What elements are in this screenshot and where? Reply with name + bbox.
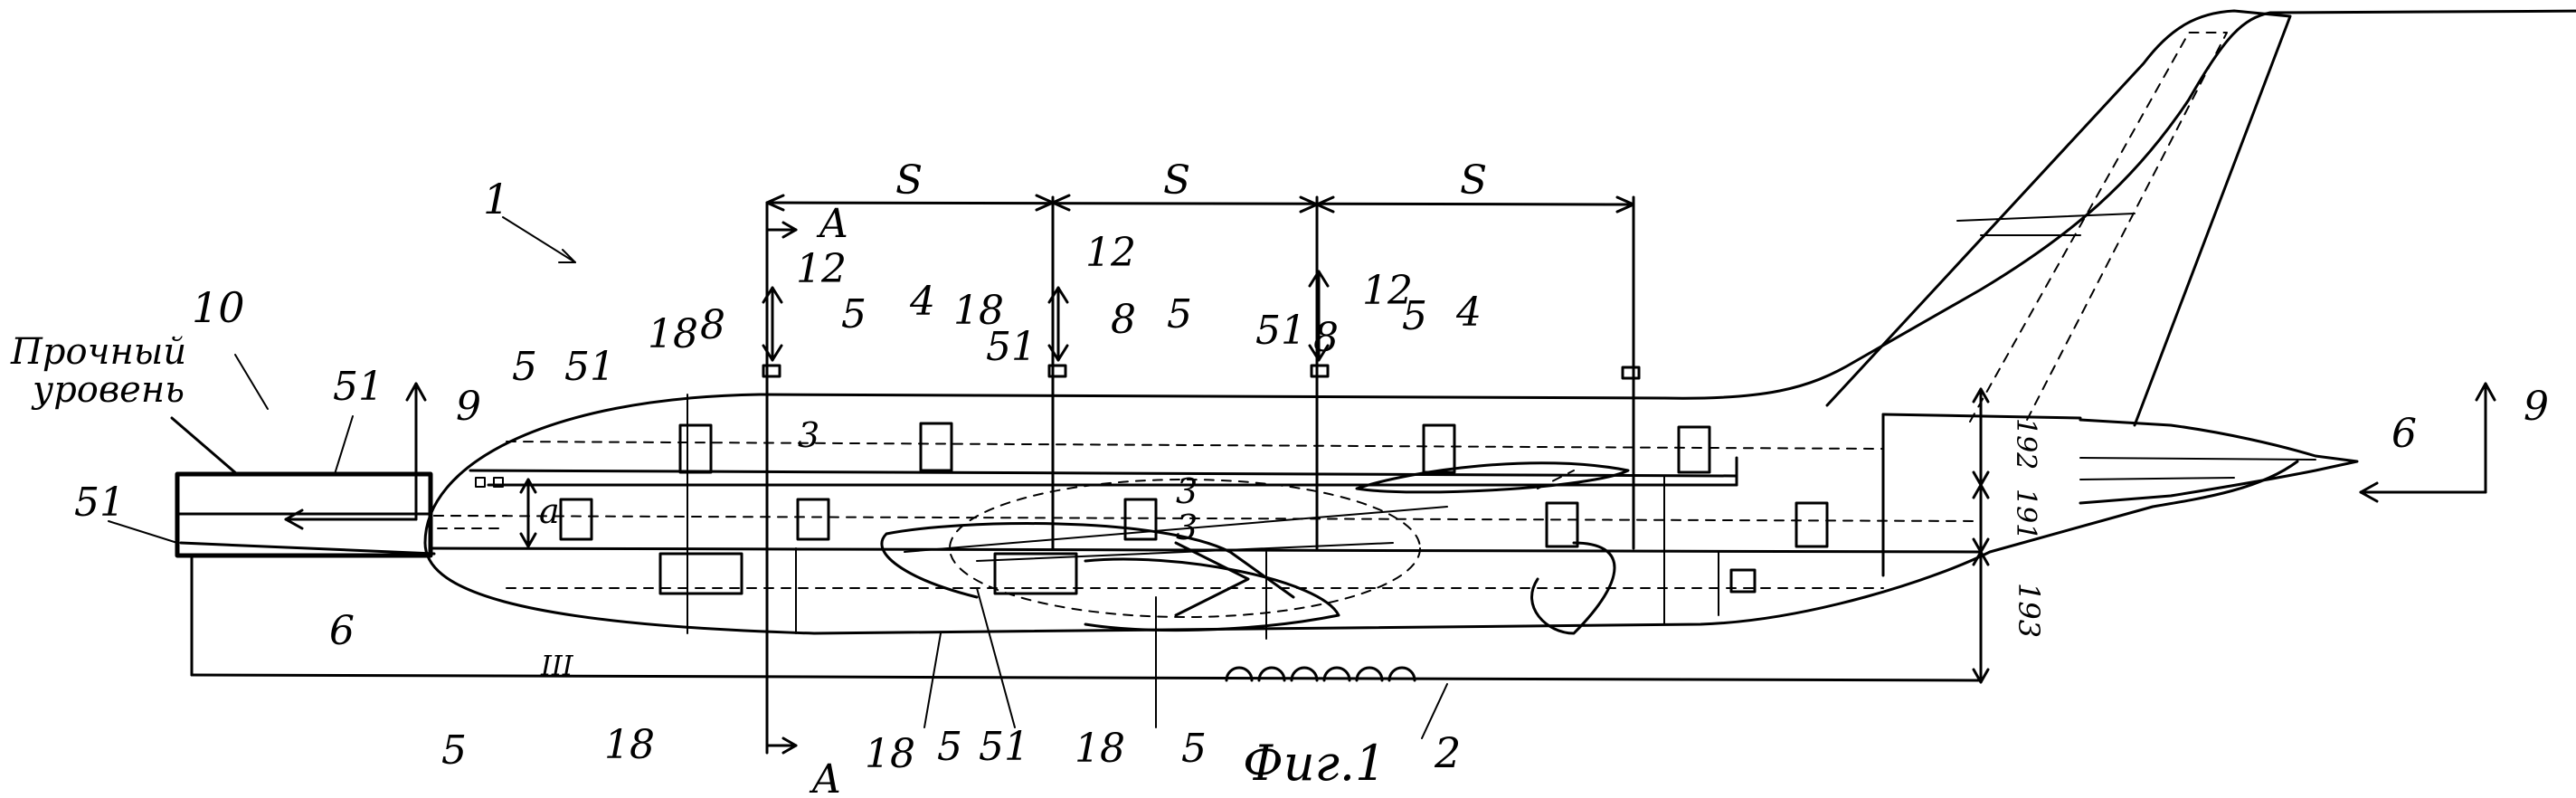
label-hangar-10: 10 <box>192 283 245 332</box>
label-5-bottom-3: 5 <box>1181 726 1207 772</box>
label-8-1: 8 <box>700 302 725 348</box>
label-9-right: 9 <box>2524 384 2549 430</box>
label-5-bottom-2: 5 <box>937 724 962 770</box>
label-9-left: 9 <box>456 384 481 430</box>
axes-right <box>2361 384 2495 501</box>
label-6-left: 6 <box>329 608 355 654</box>
label-51-2: 51 <box>564 344 615 390</box>
label-5-2: 5 <box>841 291 867 337</box>
label-a-bottom: A <box>809 756 841 798</box>
label-6-right: 6 <box>2391 411 2417 457</box>
label-51-bottom: 51 <box>979 724 1029 770</box>
label-5-1: 5 <box>512 344 537 390</box>
label-height-a: a <box>539 491 560 531</box>
label-18-top-1: 18 <box>648 311 698 357</box>
ground-level-label-1: Прочный <box>10 331 186 373</box>
label-51-left: 51 <box>74 480 125 526</box>
label-sublevel-3-3: 3 <box>1176 508 1198 547</box>
ground-level-label-2: уровень <box>31 369 185 411</box>
label-8-2: 8 <box>1111 297 1136 343</box>
label-8-3: 8 <box>1313 315 1339 361</box>
label-4-1: 4 <box>909 279 935 325</box>
label-ground-2: 2 <box>1434 728 1461 777</box>
label-51-4: 51 <box>1255 308 1306 354</box>
label-5-3: 5 <box>1167 291 1192 337</box>
label-51-3: 51 <box>986 324 1037 370</box>
label-s-1: S <box>895 157 923 204</box>
label-sublevel-3-2: 3 <box>1176 471 1198 511</box>
hangar-floor-structure <box>172 418 434 556</box>
label-4-2: 4 <box>1455 290 1482 336</box>
fuselage <box>425 11 2576 639</box>
label-aircraft-1: 1 <box>483 175 509 223</box>
label-s-2: S <box>1163 157 1190 204</box>
label-a-top: A <box>816 201 848 247</box>
label-12-1: 12 <box>796 246 847 292</box>
label-5-bottom-1: 5 <box>441 727 467 774</box>
level-dimensions <box>1974 389 1988 682</box>
label-gear-iii: III <box>540 651 574 682</box>
wing-and-engine <box>882 463 1628 633</box>
label-51-1: 51 <box>333 364 384 410</box>
label-5-4: 5 <box>1402 293 1427 339</box>
ground-line <box>192 556 1981 680</box>
label-191: 191 <box>2010 489 2041 540</box>
label-193: 193 <box>2012 583 2046 638</box>
figure-caption: Фиг.1 <box>1243 735 1386 792</box>
height-dimension-a <box>521 480 535 546</box>
label-12-2: 12 <box>1085 230 1136 276</box>
label-192: 192 <box>2010 418 2041 470</box>
label-s-3: S <box>1460 157 1487 204</box>
label-18-bottom-1: 18 <box>604 722 655 768</box>
label-18-bottom-3: 18 <box>1075 726 1125 772</box>
label-18-bottom-2: 18 <box>865 731 915 777</box>
label-sublevel-3-1: 3 <box>798 415 819 455</box>
